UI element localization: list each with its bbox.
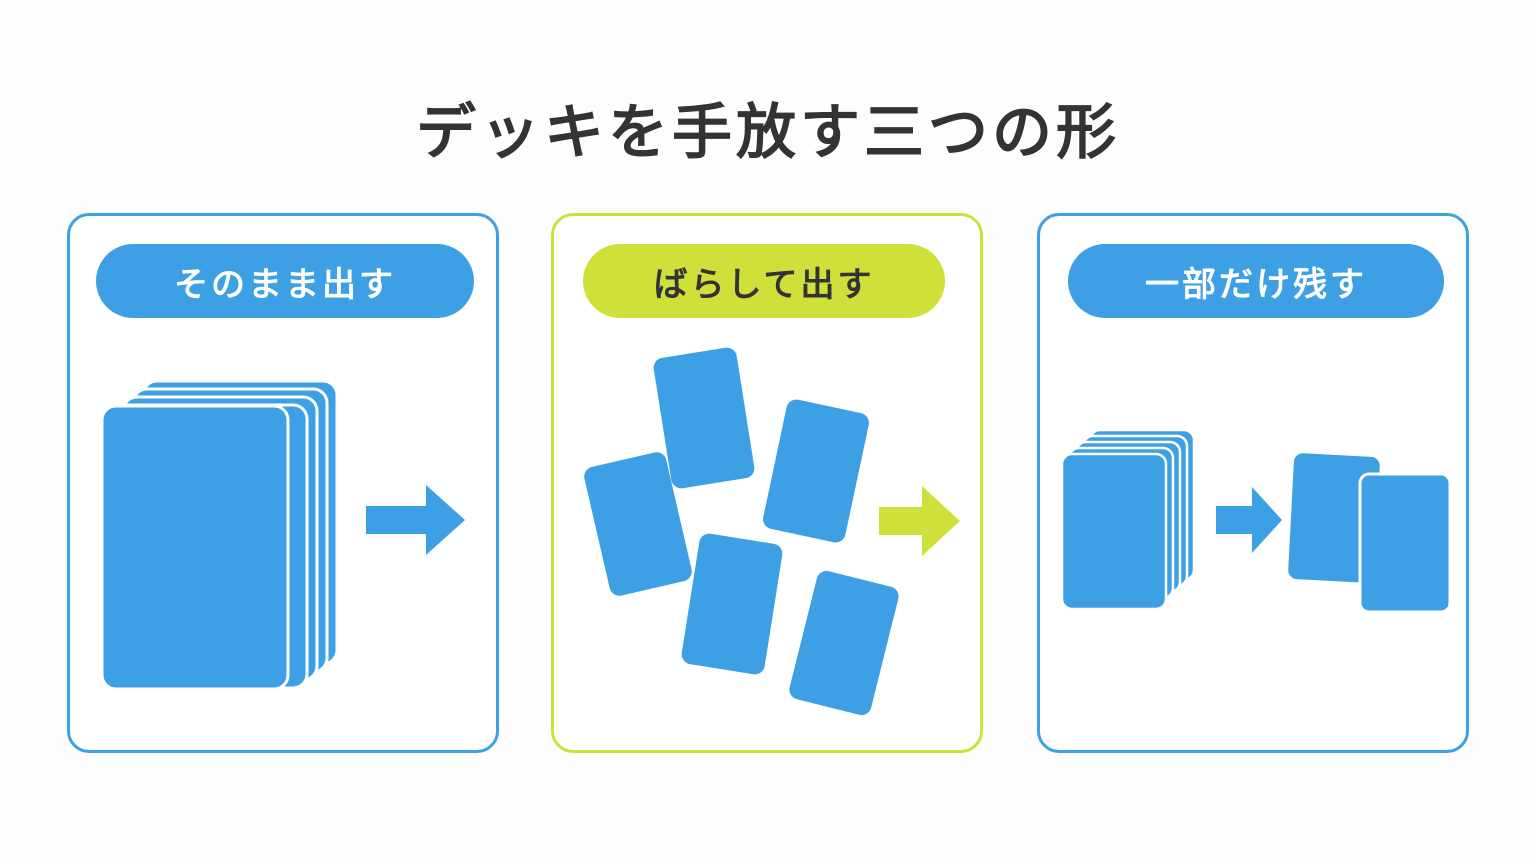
label-pill-scatter: ばらして出す (583, 244, 945, 318)
label-pill-as-is: そのまま出す (96, 244, 474, 318)
panel-keep-part: 一部だけ残す (1037, 213, 1469, 753)
card (681, 533, 783, 675)
card (584, 452, 692, 596)
card (1288, 453, 1380, 583)
card (653, 347, 755, 489)
card-stack (100, 379, 339, 691)
illustration-as-is (100, 379, 465, 691)
card-stack (1060, 428, 1196, 611)
card (789, 570, 899, 716)
card (1358, 472, 1452, 614)
page-title: デッキを手放す三つの形 (416, 98, 1120, 168)
illustration-scatter (584, 347, 960, 716)
kept-cards (1288, 453, 1452, 614)
card (100, 404, 290, 691)
card (1060, 452, 1168, 611)
illustration-keep-part (1060, 428, 1452, 614)
card (763, 399, 869, 543)
arrow-icon (1216, 487, 1282, 553)
label-pill-keep-part: 一部だけ残す (1068, 244, 1444, 318)
arrow-icon (879, 486, 960, 556)
panel-as-is: そのまま出す (67, 213, 499, 753)
panel-scatter: ばらして出す (551, 213, 983, 753)
arrow-icon (366, 485, 465, 555)
scattered-cards (584, 347, 899, 716)
